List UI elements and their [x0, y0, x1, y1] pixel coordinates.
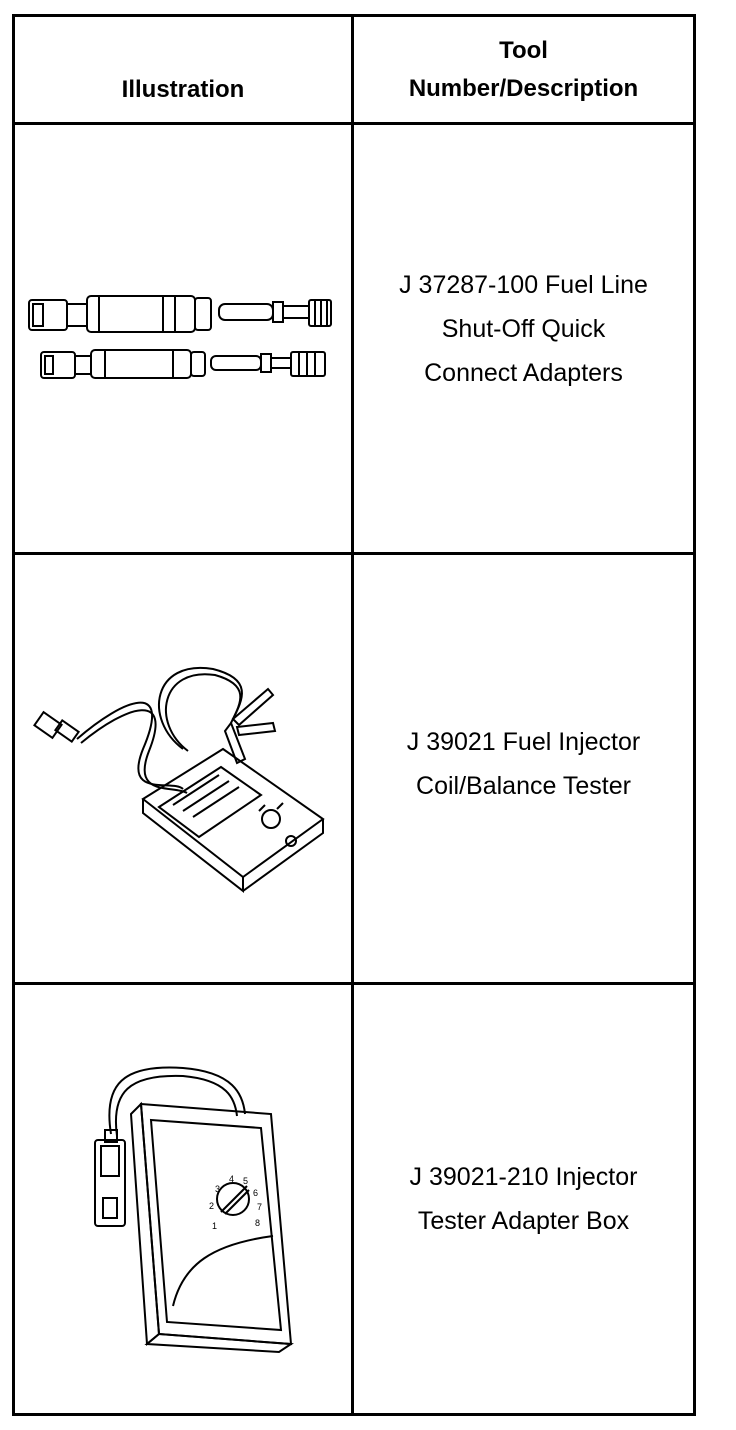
header-tool-line1: Tool — [499, 37, 548, 64]
row-3-description: J 39021-210 Injector Tester Adapter Box — [354, 985, 693, 1413]
table-top-border — [12, 14, 696, 17]
header-tool: Tool Number/Description — [354, 30, 693, 110]
special-tools-table: Illustration Tool Number/Description — [12, 14, 696, 1416]
dial-label-2: 2 — [209, 1201, 214, 1211]
row-2-description: J 39021 Fuel Injector Coil/Balance Teste… — [354, 555, 693, 982]
row-1-desc-line-1: J 37287-100 Fuel Line — [399, 270, 648, 299]
header-illustration: Illustration — [15, 70, 351, 110]
row-2-illustration — [15, 555, 351, 982]
row-divider-2 — [12, 982, 696, 985]
injector-tester-icon — [33, 666, 325, 893]
row-3-illustration: 1 2 3 4 5 6 7 8 — [15, 985, 351, 1413]
adapter-box-icon: 1 2 3 4 5 6 7 8 — [94, 1066, 294, 1354]
dial-label-8: 8 — [255, 1218, 260, 1228]
table-right-border — [693, 14, 696, 1416]
row-2-desc-line-2: Coil/Balance Tester — [416, 771, 631, 800]
row-divider-1 — [12, 552, 696, 555]
dial-label-1: 1 — [212, 1221, 217, 1231]
row-1-description: J 37287-100 Fuel Line Shut-Off Quick Con… — [354, 125, 693, 552]
table-left-border — [12, 14, 15, 1416]
table-bottom-border — [12, 1413, 696, 1416]
row-2-desc-line-1: J 39021 Fuel Injector — [406, 727, 641, 756]
row-3-desc-line-1: J 39021-210 Injector — [409, 1163, 638, 1191]
dial-label-3: 3 — [215, 1184, 220, 1194]
row-3-desc-line-2: Tester Adapter Box — [417, 1207, 630, 1235]
row-1-desc-line-3: Connect Adapters — [424, 358, 623, 387]
dial-label-4: 4 — [229, 1174, 234, 1184]
row-1-illustration — [15, 125, 351, 552]
column-divider — [351, 14, 354, 1416]
dial-label-7: 7 — [257, 1202, 262, 1212]
dial-label-6: 6 — [253, 1188, 258, 1198]
header-illustration-label: Illustration — [121, 76, 245, 103]
header-divider — [12, 122, 696, 125]
dial-label-5: 5 — [243, 1176, 248, 1186]
row-1-desc-line-2: Shut-Off Quick — [441, 314, 606, 343]
header-tool-line2: Number/Description — [408, 75, 639, 102]
fuel-line-adapters-icon — [28, 294, 332, 379]
